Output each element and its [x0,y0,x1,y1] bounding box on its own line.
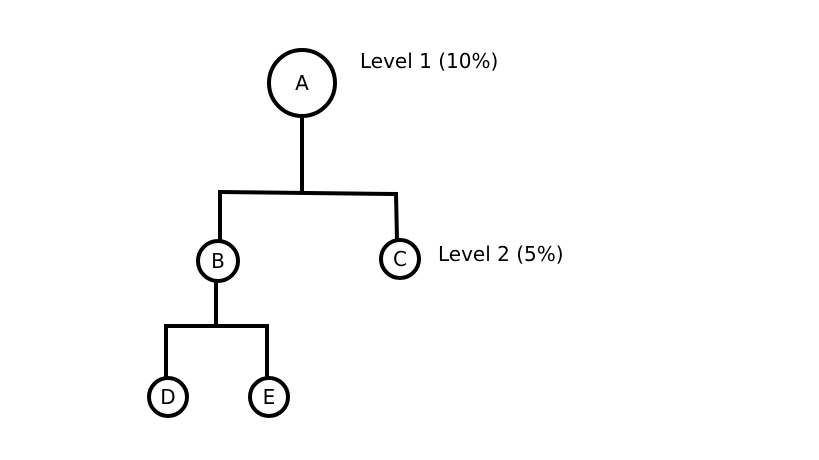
node-b: B [196,239,240,283]
level-2-label: Level 2 (5%) [438,242,564,266]
connector-b-children [164,279,269,380]
node-d-label: D [160,385,175,409]
edge-a-bar [217,189,399,197]
node-b-label: B [211,249,225,273]
node-c: C [379,238,421,280]
node-b-circle [196,239,240,283]
node-c-label: C [393,247,407,271]
node-a: A [267,48,337,118]
node-c-circle [379,238,421,280]
node-e: E [248,376,290,418]
level-1-label: Level 1 (10%) [360,49,498,73]
node-e-label: E [263,385,276,409]
node-d: D [147,376,189,418]
node-d-circle [147,376,189,418]
connector-a-children [217,115,400,243]
node-e-circle [248,376,290,418]
edge-to-c [393,191,400,243]
node-a-circle [267,48,337,118]
node-a-label: A [295,71,309,95]
